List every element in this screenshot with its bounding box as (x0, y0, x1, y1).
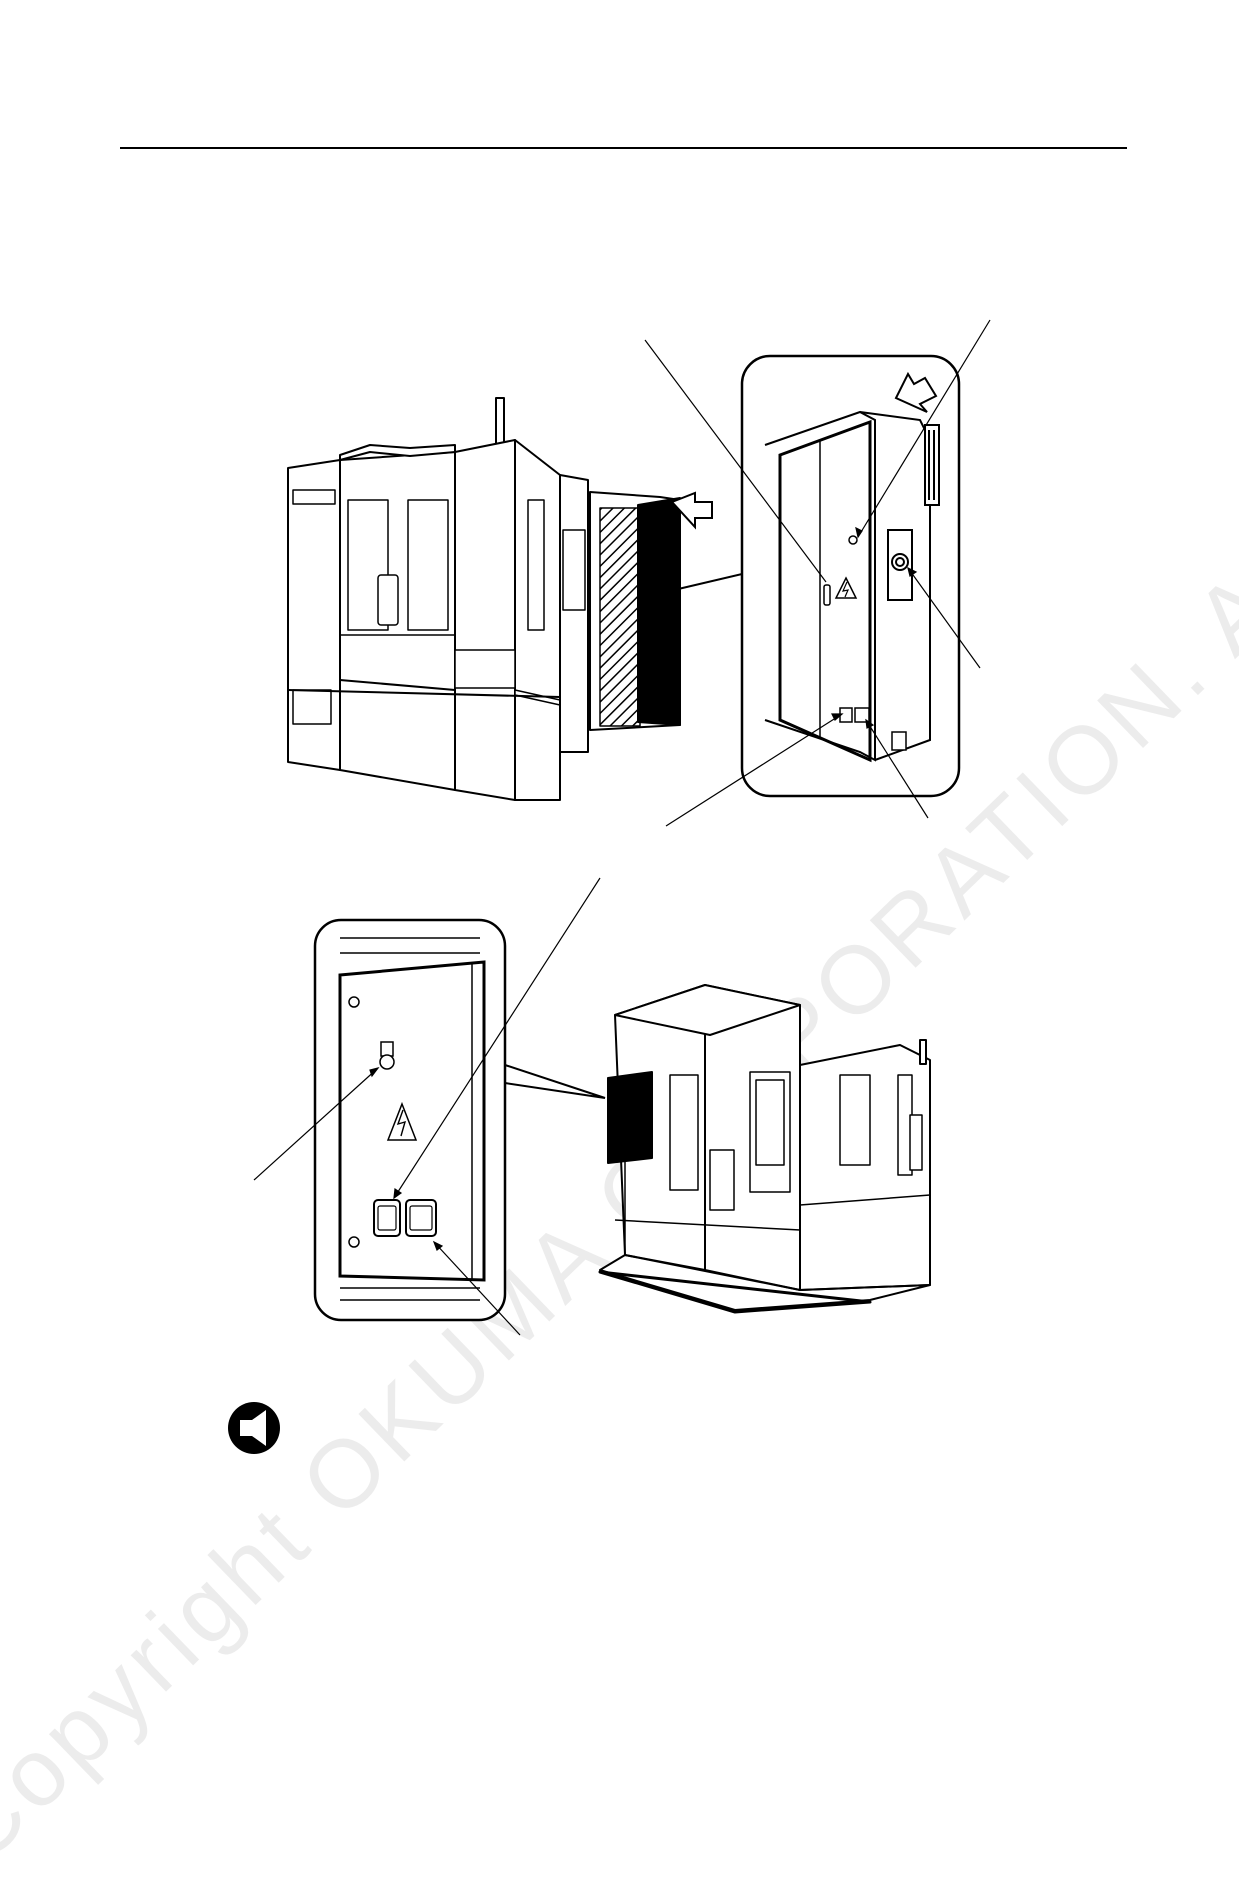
lightning-warning-icon (396, 1109, 407, 1137)
caution-speaker-icon (228, 1402, 280, 1454)
detail-box-1 (740, 354, 961, 798)
detail-1-door (764, 410, 940, 763)
machine-safety-diagram (120, 147, 1127, 1454)
lightning-warning-icon (834, 576, 858, 599)
detail-1-leaders (644, 319, 991, 827)
machine-rear-view (598, 984, 931, 1314)
detail-callout-wedge (504, 1064, 606, 1099)
detail-2-leaders (253, 877, 601, 1336)
intake-arrow-icon (670, 491, 713, 530)
detail-callout-wedge (673, 572, 743, 596)
machine-front-view (287, 397, 681, 801)
detail-box-2 (313, 918, 507, 1322)
lightning-warning-icon (841, 581, 850, 598)
lightning-warning-icon (386, 1101, 418, 1141)
detail-2-door (338, 937, 486, 1301)
intake-arrow-icon (894, 371, 938, 413)
